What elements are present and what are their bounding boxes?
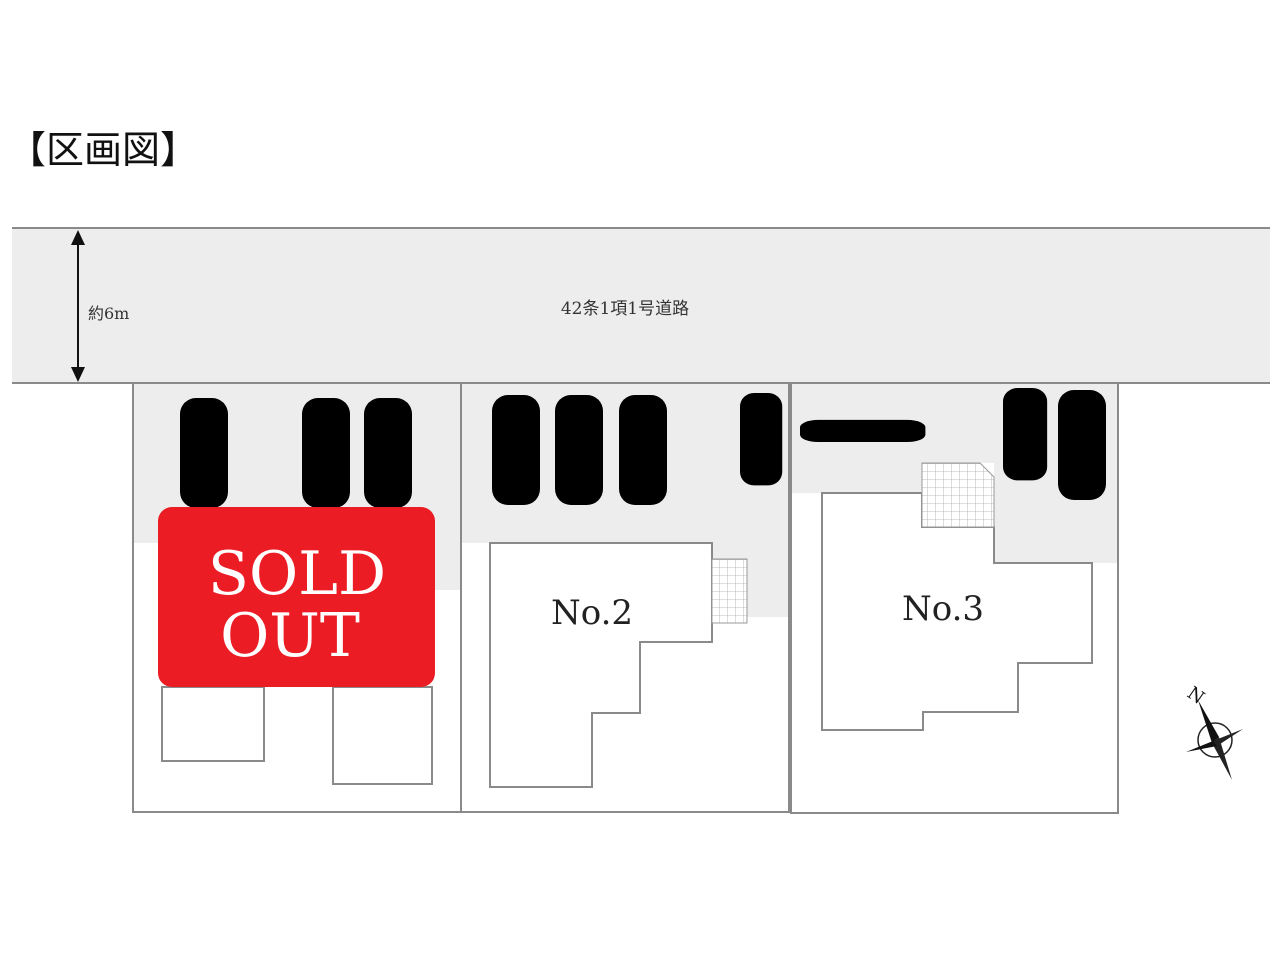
car-icon <box>1003 388 1048 481</box>
car-icon <box>555 395 603 505</box>
lot-1: SOLD OUT <box>132 382 462 813</box>
car-icon <box>180 398 228 508</box>
lot-3-label: No.3 <box>902 589 984 629</box>
sold-out-line1: SOLD <box>208 539 386 609</box>
car-icon <box>364 398 412 508</box>
car-icon <box>800 419 926 442</box>
sold-out-line2: OUT <box>220 601 360 671</box>
page-title: 【区画図】 <box>8 128 198 172</box>
north-compass-icon: N <box>1183 683 1243 780</box>
road-width-arrow-icon <box>71 230 85 382</box>
lot-2-label: No.2 <box>551 593 633 633</box>
road: 約6m 42条1項1号道路 <box>12 227 1270 384</box>
car-icon <box>619 395 667 505</box>
lot-2: No.2 <box>460 382 790 813</box>
car-icon <box>492 395 540 505</box>
road-width-label: 約6m <box>88 304 129 323</box>
car-icon <box>1058 390 1106 500</box>
road-label: 42条1項1号道路 <box>561 299 689 319</box>
car-icon <box>302 398 350 508</box>
car-icon <box>740 393 783 486</box>
compass-north-label: N <box>1183 683 1208 709</box>
sold-out-badge: SOLD OUT <box>158 507 435 687</box>
lot-3: No.3 <box>790 382 1119 814</box>
